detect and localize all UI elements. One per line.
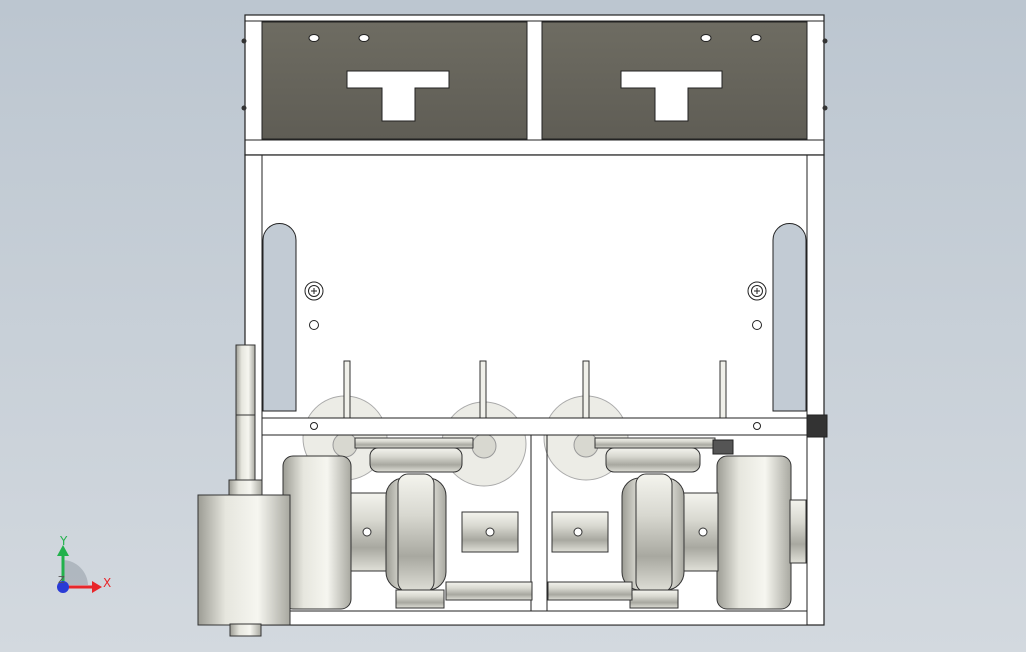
t-slot-left <box>346 70 450 122</box>
gear-icon <box>712 439 734 455</box>
x-axis-label: X <box>103 576 111 590</box>
cross-rail[interactable] <box>261 417 808 436</box>
axis-triad: Y X Z <box>57 534 111 593</box>
drive-assembly-right[interactable] <box>551 437 807 610</box>
drive-assembly-left[interactable] <box>282 437 519 610</box>
screw-icon <box>304 281 324 301</box>
y-axis-label: Y <box>59 534 68 548</box>
pulley-top-right[interactable] <box>594 437 716 449</box>
pulley-top-left[interactable] <box>354 437 474 449</box>
z-axis-label: Z <box>58 575 65 586</box>
hole <box>700 34 712 42</box>
side-slot-right <box>772 223 807 412</box>
screw-icon <box>747 281 767 301</box>
connecting-rods[interactable] <box>445 581 633 601</box>
motor-left[interactable] <box>197 344 291 637</box>
t-slot-right <box>620 70 723 122</box>
hole <box>750 34 762 42</box>
top-frame[interactable] <box>241 14 828 156</box>
side-slot-left <box>262 223 297 412</box>
hole <box>308 34 320 42</box>
hole <box>358 34 370 42</box>
